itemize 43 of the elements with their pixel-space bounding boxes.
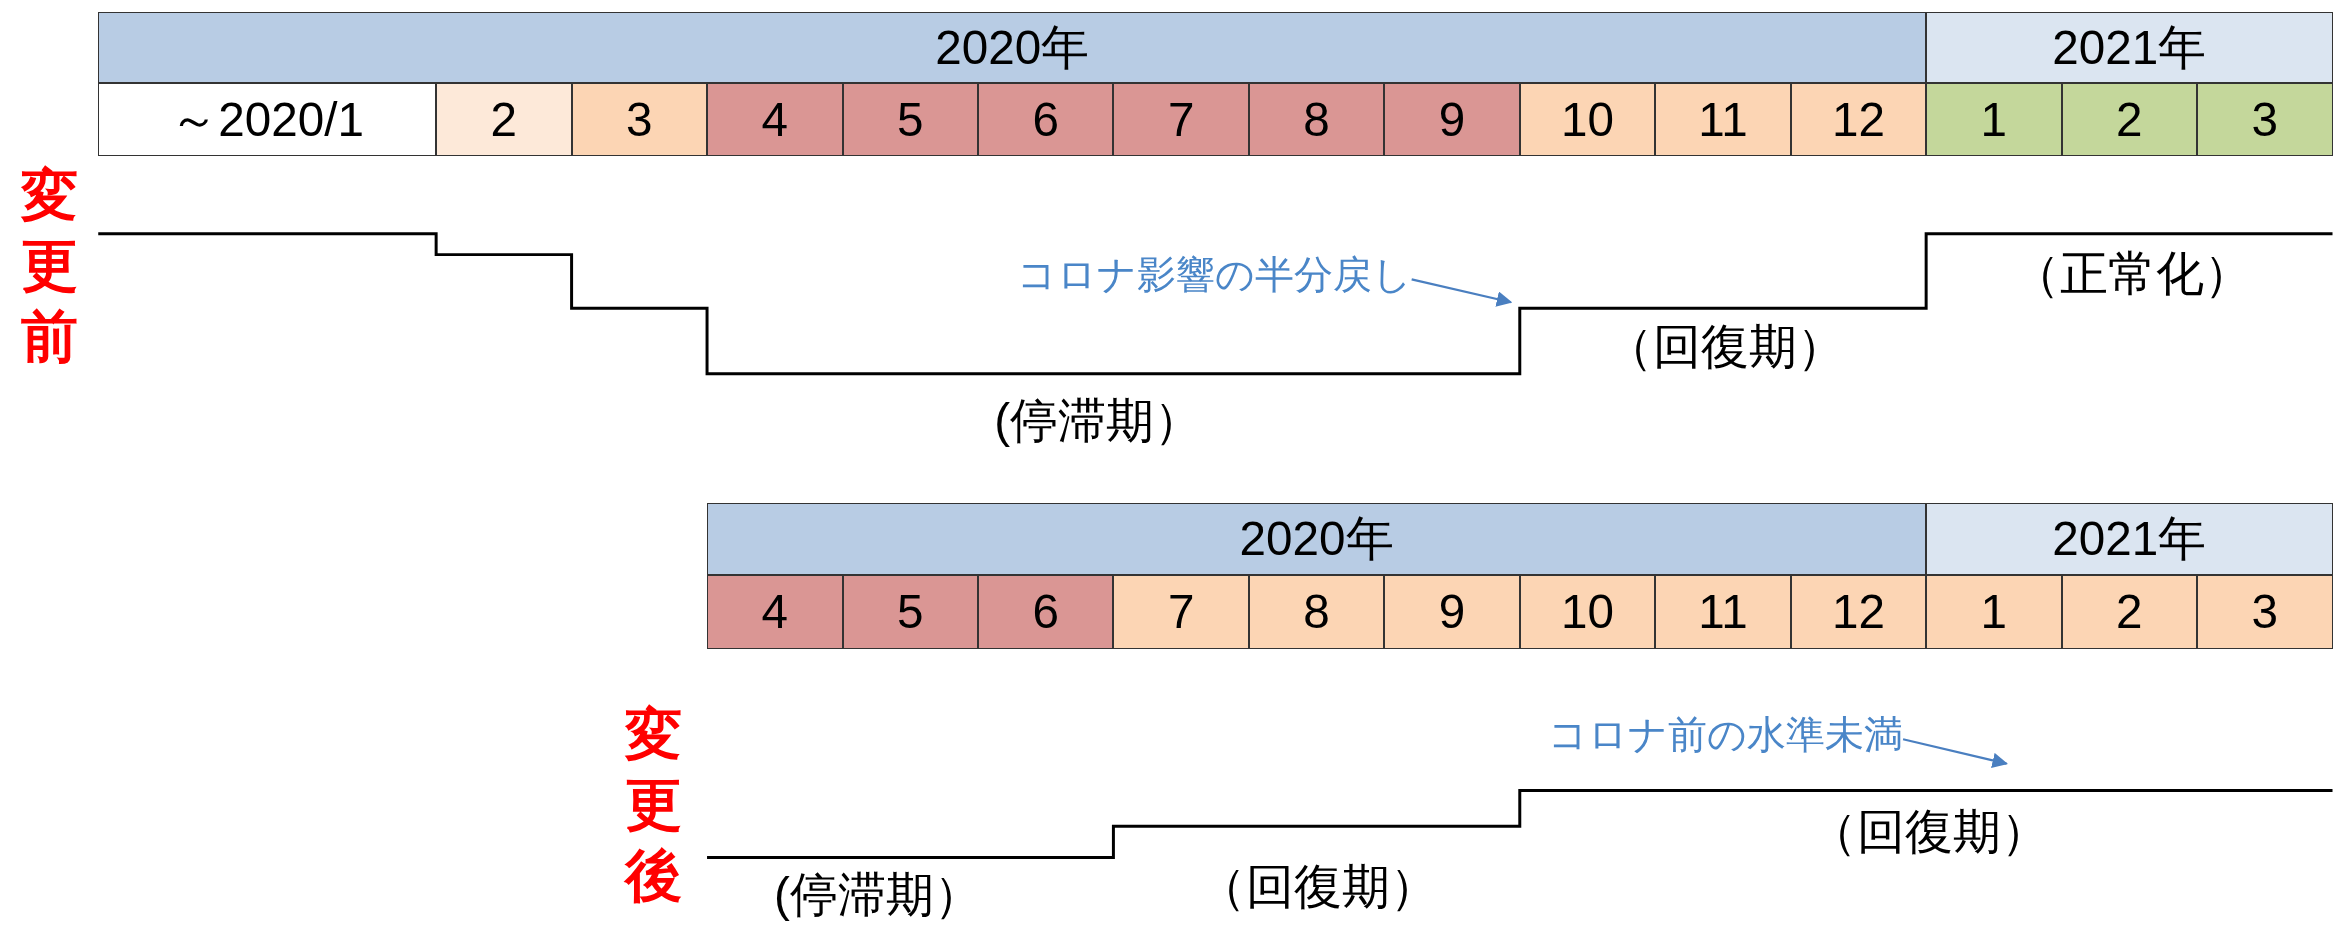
month-cell: 3 (2197, 574, 2333, 649)
month-cell: 2 (436, 83, 572, 157)
year-header: 2021年 (1926, 11, 2333, 84)
period-label: （回復期） (1808, 808, 2049, 856)
month-cell: 12 (1790, 574, 1927, 649)
month-cell: 9 (1384, 574, 1520, 649)
month-cell: 10 (1519, 83, 1656, 157)
month-cell: 8 (1248, 83, 1385, 157)
month-cell: 12 (1790, 83, 1927, 157)
month-cell: 2 (2061, 574, 2198, 649)
year-header: 2020年 (98, 11, 1927, 84)
month-cell: 4 (707, 83, 843, 157)
month-cell: 2 (2061, 83, 2198, 157)
year-header: 2021年 (1926, 503, 2333, 575)
leader-arrow (1411, 278, 1513, 307)
month-cell: 7 (1113, 574, 1249, 649)
month-cell: 1 (1926, 83, 2062, 157)
month-cell: 9 (1384, 83, 1520, 157)
month-cell: 1 (1926, 574, 2062, 649)
leader-arrow (1902, 738, 2009, 769)
period-label: （正常化） (2012, 250, 2253, 298)
month-cell: ～2020/1 (98, 83, 437, 157)
annotation-text: コロナ影響の半分戻し (1016, 256, 1412, 295)
row-label: 変更前 (20, 162, 78, 371)
month-cell: 11 (1655, 83, 1791, 157)
month-cell: 5 (842, 83, 978, 157)
period-label: （回復期） (1198, 863, 1439, 911)
month-cell: 10 (1519, 574, 1656, 649)
month-cell: 8 (1248, 574, 1385, 649)
period-label: （回復期） (1604, 323, 1845, 371)
row-label: 変更後 (625, 701, 682, 909)
month-cell: 7 (1113, 83, 1249, 157)
year-header: 2020年 (707, 503, 1927, 575)
annotation-text: コロナ前の水準未満 (1548, 715, 1904, 755)
month-cell: 11 (1655, 574, 1791, 649)
month-cell: 6 (977, 574, 1114, 649)
month-cell: 3 (2197, 83, 2333, 157)
month-cell: 5 (842, 574, 978, 649)
month-cell: 3 (571, 83, 708, 157)
period-label: (停滞期） (994, 397, 1203, 446)
period-label: (停滞期） (774, 870, 982, 919)
month-cell: 4 (707, 574, 843, 649)
month-cell: 6 (977, 83, 1114, 157)
